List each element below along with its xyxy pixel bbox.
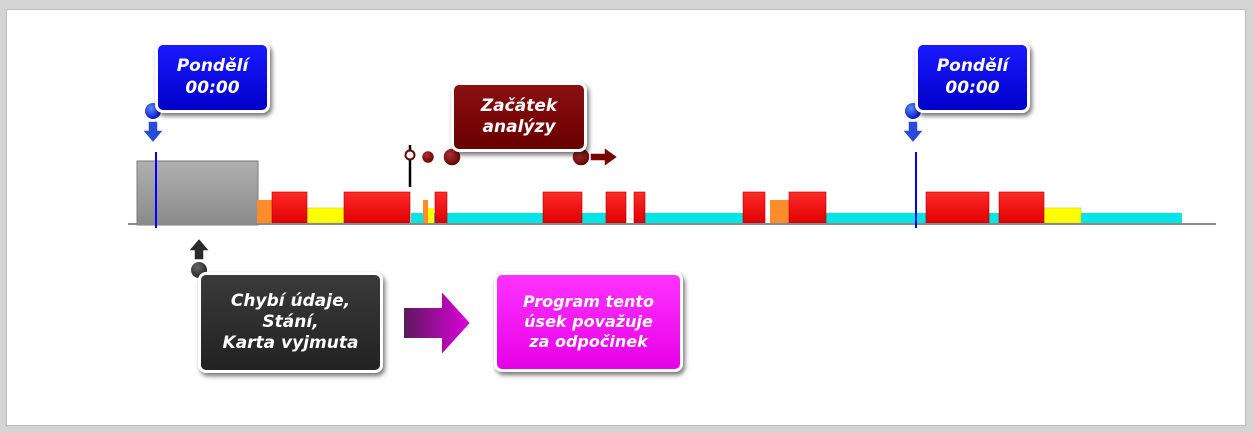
missing-data-callout: Chybí údaje, Stání, Karta vyjmuta <box>198 272 383 373</box>
rest-segment <box>1081 213 1182 223</box>
monday-end-callout: Pondělí 00:00 <box>915 42 1030 113</box>
work-segment <box>423 200 428 223</box>
driving-segment <box>271 191 308 224</box>
driving-segment <box>998 191 1045 224</box>
work-segment <box>257 200 272 223</box>
rest-interpretation-callout: Program tento úsek považuje za odpočinek <box>494 272 683 372</box>
monday-start-callout: Pondělí 00:00 <box>155 42 270 113</box>
arrow-right-icon <box>571 145 620 169</box>
big-arrow-right-icon <box>402 287 473 359</box>
driving-segment <box>343 191 411 224</box>
driving-segment <box>605 191 627 224</box>
analysis-start-callout: Začátek analýzy <box>451 82 587 152</box>
driving-segment <box>434 191 448 224</box>
driving-segment <box>742 191 766 224</box>
driving-segments <box>271 191 1045 224</box>
availability-segment <box>428 208 434 223</box>
driving-segment <box>542 191 583 224</box>
missing-data-block <box>136 160 259 226</box>
driving-segment <box>925 191 990 224</box>
work-segment <box>770 200 789 223</box>
rest-segment <box>989 213 999 223</box>
rest-segment <box>826 213 926 223</box>
rest-segments <box>411 213 1182 223</box>
driving-segment <box>633 191 646 224</box>
availability-segment <box>1043 207 1082 224</box>
rest-segment <box>582 213 606 223</box>
rest-segment <box>411 213 543 223</box>
driving-segment <box>788 191 827 224</box>
signal-lights-icon <box>404 145 462 187</box>
work-segments <box>257 200 789 223</box>
availability-segment <box>306 207 345 224</box>
rest-segment <box>645 213 743 223</box>
